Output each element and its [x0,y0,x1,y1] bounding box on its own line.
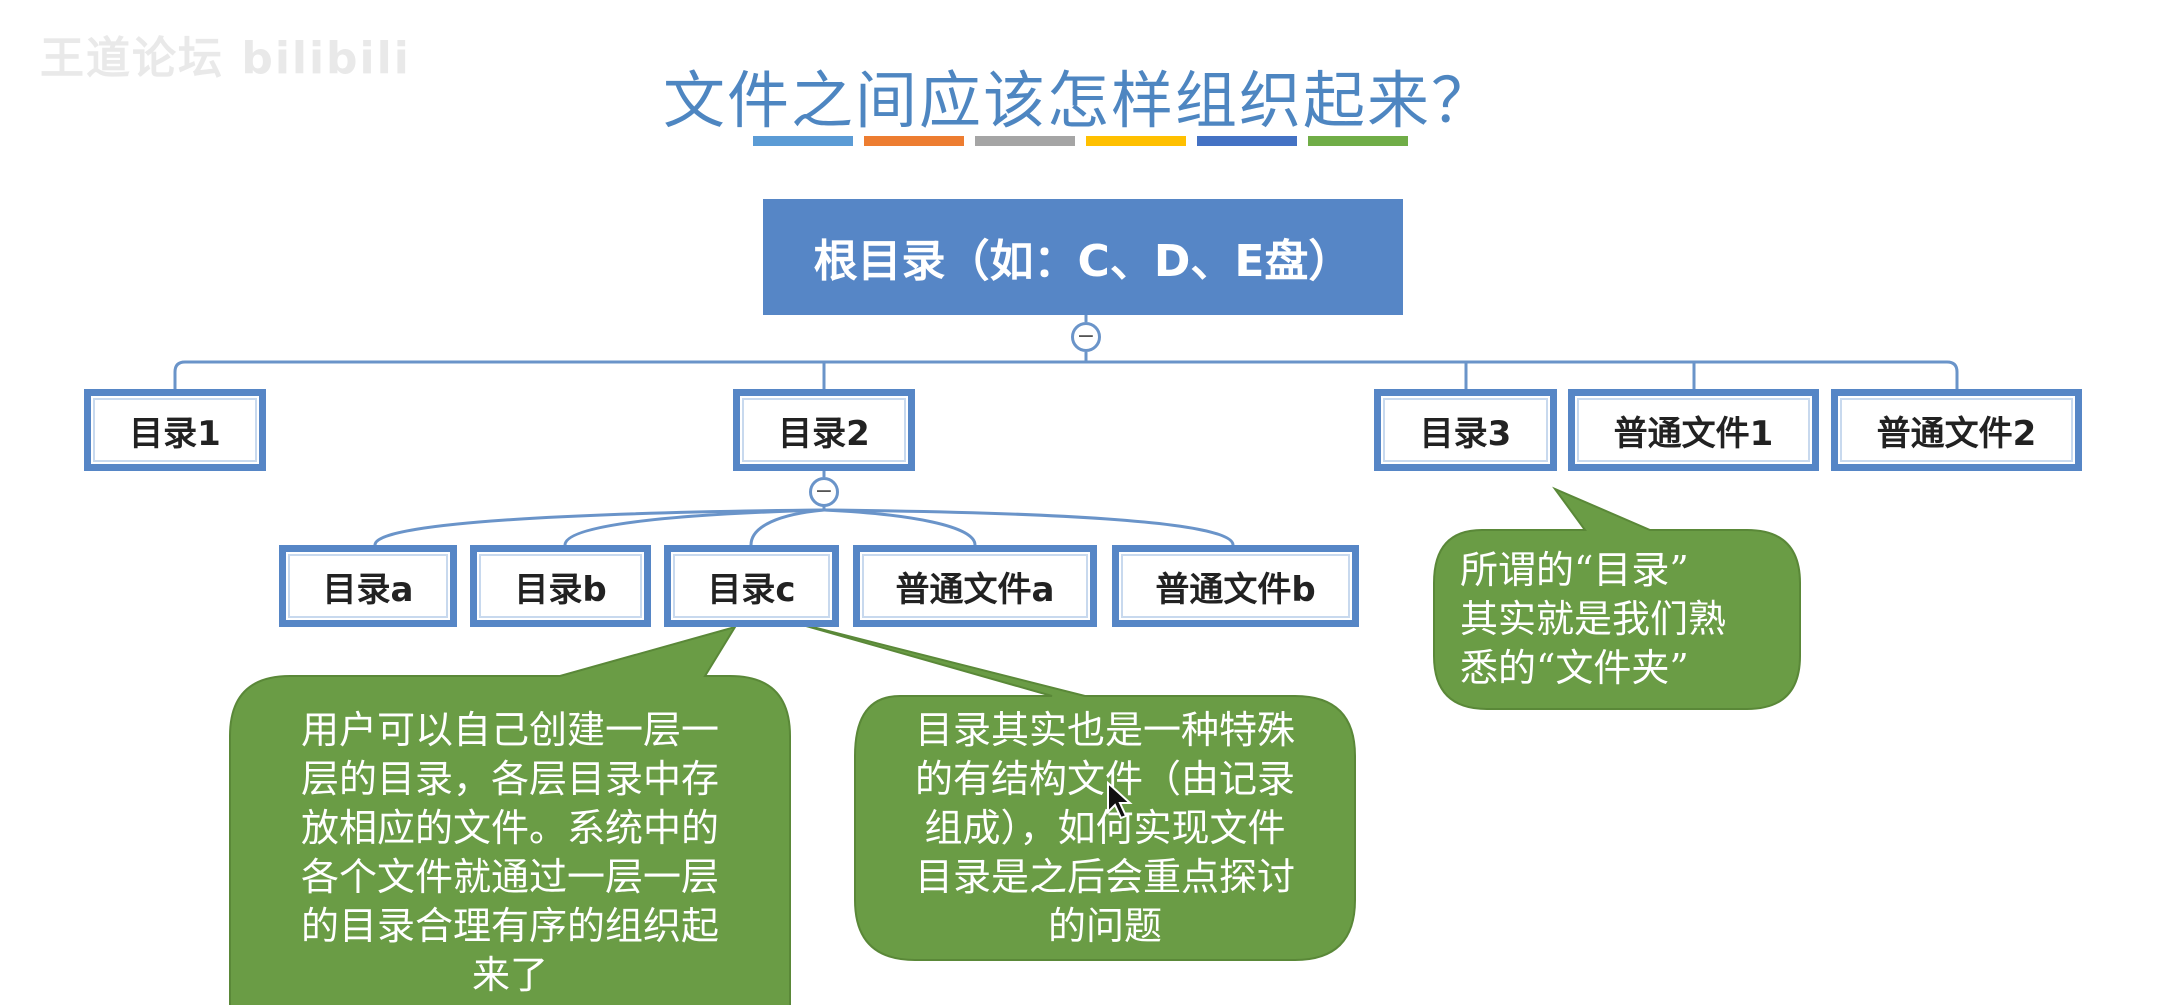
callout-line: 用户可以自己创建一层一 [300,708,719,752]
node-filea: 普通文件a [853,545,1097,627]
edge-file2 [1086,360,1959,389]
callout-right-text: 所谓的“目录” 其实就是我们熟 悉的“文件夹” [1460,546,1780,693]
callout-line: 悉的“文件夹” [1460,646,1689,690]
edge-dirb [563,508,825,546]
accent-bar [1197,136,1297,146]
watermark: 王道论坛 bilibili [40,33,411,84]
callout-left-bubble [229,625,791,1005]
callout-right-bubble [1433,486,1801,710]
callout-line: 其实就是我们熟 [1460,597,1727,641]
callout-line: 来了 [471,953,548,997]
callout-middle-bubble [784,619,1356,961]
collapse-icon[interactable]: − [1071,322,1101,352]
node-fileb: 普通文件b [1112,545,1359,627]
accent-bar [975,136,1075,146]
edge-filea [823,508,977,546]
callout-line: 放相应的文件。系统中的 [300,806,719,850]
node-dira: 目录a [279,545,457,627]
accent-bar [1086,136,1186,146]
accent-bar [753,136,853,146]
callout-line: 层的目录，各层目录中存 [300,757,719,801]
callout-line: 的有结构文件（由记录 [914,757,1295,801]
collapse-icon[interactable]: − [809,477,839,507]
edge-dir1 [173,352,1088,389]
edge-dirc [749,508,825,546]
node-dirc: 目录c [664,545,839,627]
callout-line: 各个文件就通过一层一层 [300,855,719,899]
node-dir3: 目录3 [1374,389,1557,471]
callout-line: 所谓的“目录” [1460,548,1689,592]
callout-line: 的问题 [1047,904,1162,948]
node-file2: 普通文件2 [1831,389,2082,471]
edge-fileb [823,508,1235,546]
root-directory-node: 根目录（如：C、D、E盘） [763,199,1403,315]
accent-bar [1308,136,1408,146]
callout-left-text: 用户可以自己创建一层一 层的目录，各层目录中存 放相应的文件。系统中的 各个文件… [260,706,760,1000]
callout-line: 的目录合理有序的组织起 [300,904,719,948]
callout-line: 组成），如何实现文件 [924,806,1286,850]
slide-title: 文件之间应该怎样组织起来？ [662,64,1495,137]
node-dirb: 目录b [470,545,651,627]
connectors [173,315,1959,546]
callout-shapes [229,486,1801,1005]
callout-line: 目录其实也是一种特殊 [914,708,1295,752]
accent-bar [864,136,964,146]
callout-middle-text: 目录其实也是一种特殊 的有结构文件（由记录 组成），如何实现文件 目录是之后会重… [880,706,1330,951]
node-dir2: 目录2 [733,389,915,471]
node-dir1: 目录1 [84,389,266,471]
callout-line: 目录是之后会重点探讨 [914,855,1295,899]
node-file1: 普通文件1 [1568,389,1819,471]
